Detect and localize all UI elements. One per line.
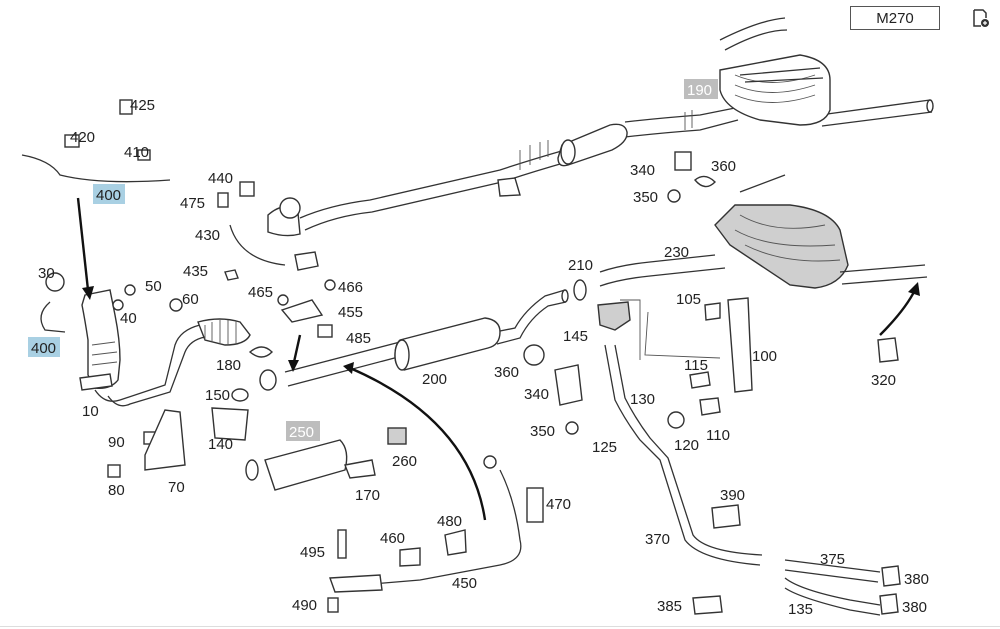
- front-silencer[interactable]: [394, 317, 501, 371]
- callout-90[interactable]: 90: [108, 434, 125, 451]
- highlight-400-left: [28, 337, 60, 357]
- callout-475[interactable]: 475: [180, 195, 205, 212]
- callout-140[interactable]: 140: [208, 436, 233, 453]
- callout-40[interactable]: 40: [120, 310, 137, 327]
- callout-425[interactable]: 425: [130, 97, 155, 114]
- lower-lines[interactable]: [604, 344, 881, 616]
- callout-260[interactable]: 260: [392, 453, 417, 470]
- callout-110[interactable]: 110: [706, 427, 730, 444]
- callout-380-top[interactable]: 380: [904, 571, 929, 588]
- callout-60[interactable]: 60: [182, 291, 199, 308]
- pipe-hanger-bracket[interactable]: [267, 177, 521, 237]
- rear-exhaust-pipe[interactable]: [299, 17, 934, 231]
- rear-silencer-lower[interactable]: [714, 204, 849, 289]
- callout-130[interactable]: 130: [630, 391, 655, 408]
- callout-485[interactable]: 485: [346, 330, 371, 347]
- callout-80[interactable]: 80: [108, 482, 125, 499]
- callout-440[interactable]: 440: [208, 170, 233, 187]
- callout-70[interactable]: 70: [168, 479, 185, 496]
- callout-350-top[interactable]: 350: [633, 189, 658, 206]
- small-parts[interactable]: [45, 99, 901, 615]
- callout-340-top[interactable]: 340: [630, 162, 655, 179]
- callout-455[interactable]: 455: [338, 304, 363, 321]
- callout-470[interactable]: 470: [546, 496, 571, 513]
- rear-silencer[interactable]: [719, 54, 831, 126]
- callout-210[interactable]: 210: [568, 257, 593, 274]
- callout-360-top[interactable]: 360: [711, 158, 736, 175]
- callout-375[interactable]: 375: [820, 551, 845, 568]
- center-silencer[interactable]: [557, 123, 628, 167]
- callout-320[interactable]: 320: [871, 372, 896, 389]
- callout-430[interactable]: 430: [195, 227, 220, 244]
- callout-180[interactable]: 180: [216, 357, 241, 374]
- callout-340-mid[interactable]: 340: [524, 386, 549, 403]
- callout-465[interactable]: 465: [248, 284, 273, 301]
- callout-135[interactable]: 135: [788, 601, 813, 618]
- front-pipe[interactable]: [94, 318, 251, 407]
- callout-495[interactable]: 495: [300, 544, 325, 561]
- callout-115[interactable]: 115: [684, 357, 708, 374]
- callout-400-left[interactable]: 400: [31, 340, 56, 357]
- callout-370[interactable]: 370: [645, 531, 670, 548]
- callout-435[interactable]: 435: [183, 263, 208, 280]
- highlight-400-top: [93, 184, 125, 204]
- callout-480[interactable]: 480: [437, 513, 462, 530]
- sensor-cables[interactable]: [21, 154, 522, 586]
- engine-code-button[interactable]: M270: [850, 6, 940, 30]
- callout-390[interactable]: 390: [720, 487, 745, 504]
- callout-400-top[interactable]: 400: [96, 187, 121, 204]
- callout-200[interactable]: 200: [422, 371, 447, 388]
- clamps[interactable]: [248, 279, 587, 391]
- callout-490[interactable]: 490: [292, 597, 317, 614]
- callout-360-mid[interactable]: 360: [494, 364, 519, 381]
- rear-connecting-pipe[interactable]: [599, 174, 928, 287]
- catalytic-converter[interactable]: [79, 289, 121, 391]
- callout-50[interactable]: 50: [145, 278, 162, 295]
- callout-125[interactable]: 125: [592, 439, 617, 456]
- callout-120[interactable]: 120: [674, 437, 699, 454]
- callout-100[interactable]: 100: [752, 348, 777, 365]
- callout-385[interactable]: 385: [657, 598, 682, 615]
- callout-190[interactable]: 190: [687, 82, 712, 99]
- front-intermediate-pipe[interactable]: [284, 289, 569, 387]
- callout-145[interactable]: 145: [563, 328, 588, 345]
- page-export-icon[interactable]: [972, 9, 990, 29]
- callout-170[interactable]: 170: [355, 487, 380, 504]
- callout-250[interactable]: 250: [289, 424, 314, 441]
- callout-230[interactable]: 230: [664, 244, 689, 261]
- callout-10[interactable]: 10: [82, 403, 99, 420]
- callout-150[interactable]: 150: [205, 387, 230, 404]
- callout-380-bottom[interactable]: 380: [902, 599, 927, 616]
- callout-30[interactable]: 30: [38, 265, 55, 282]
- callout-466[interactable]: 466: [338, 279, 363, 296]
- grey-250: [286, 421, 320, 441]
- callout-420[interactable]: 420: [70, 129, 95, 146]
- bottom-divider: [0, 626, 1000, 627]
- callout-410[interactable]: 410: [124, 144, 149, 161]
- callout-450[interactable]: 450: [452, 575, 477, 592]
- callout-labels: 425 420 410 400 440 475 430 435 465 466 …: [31, 82, 929, 618]
- grey-190: [684, 79, 718, 99]
- direction-arrows: [76, 197, 920, 521]
- leader-lines: [620, 299, 721, 360]
- callout-350-mid[interactable]: 350: [530, 423, 555, 440]
- callout-105[interactable]: 105: [676, 291, 701, 308]
- callout-460[interactable]: 460: [380, 530, 405, 547]
